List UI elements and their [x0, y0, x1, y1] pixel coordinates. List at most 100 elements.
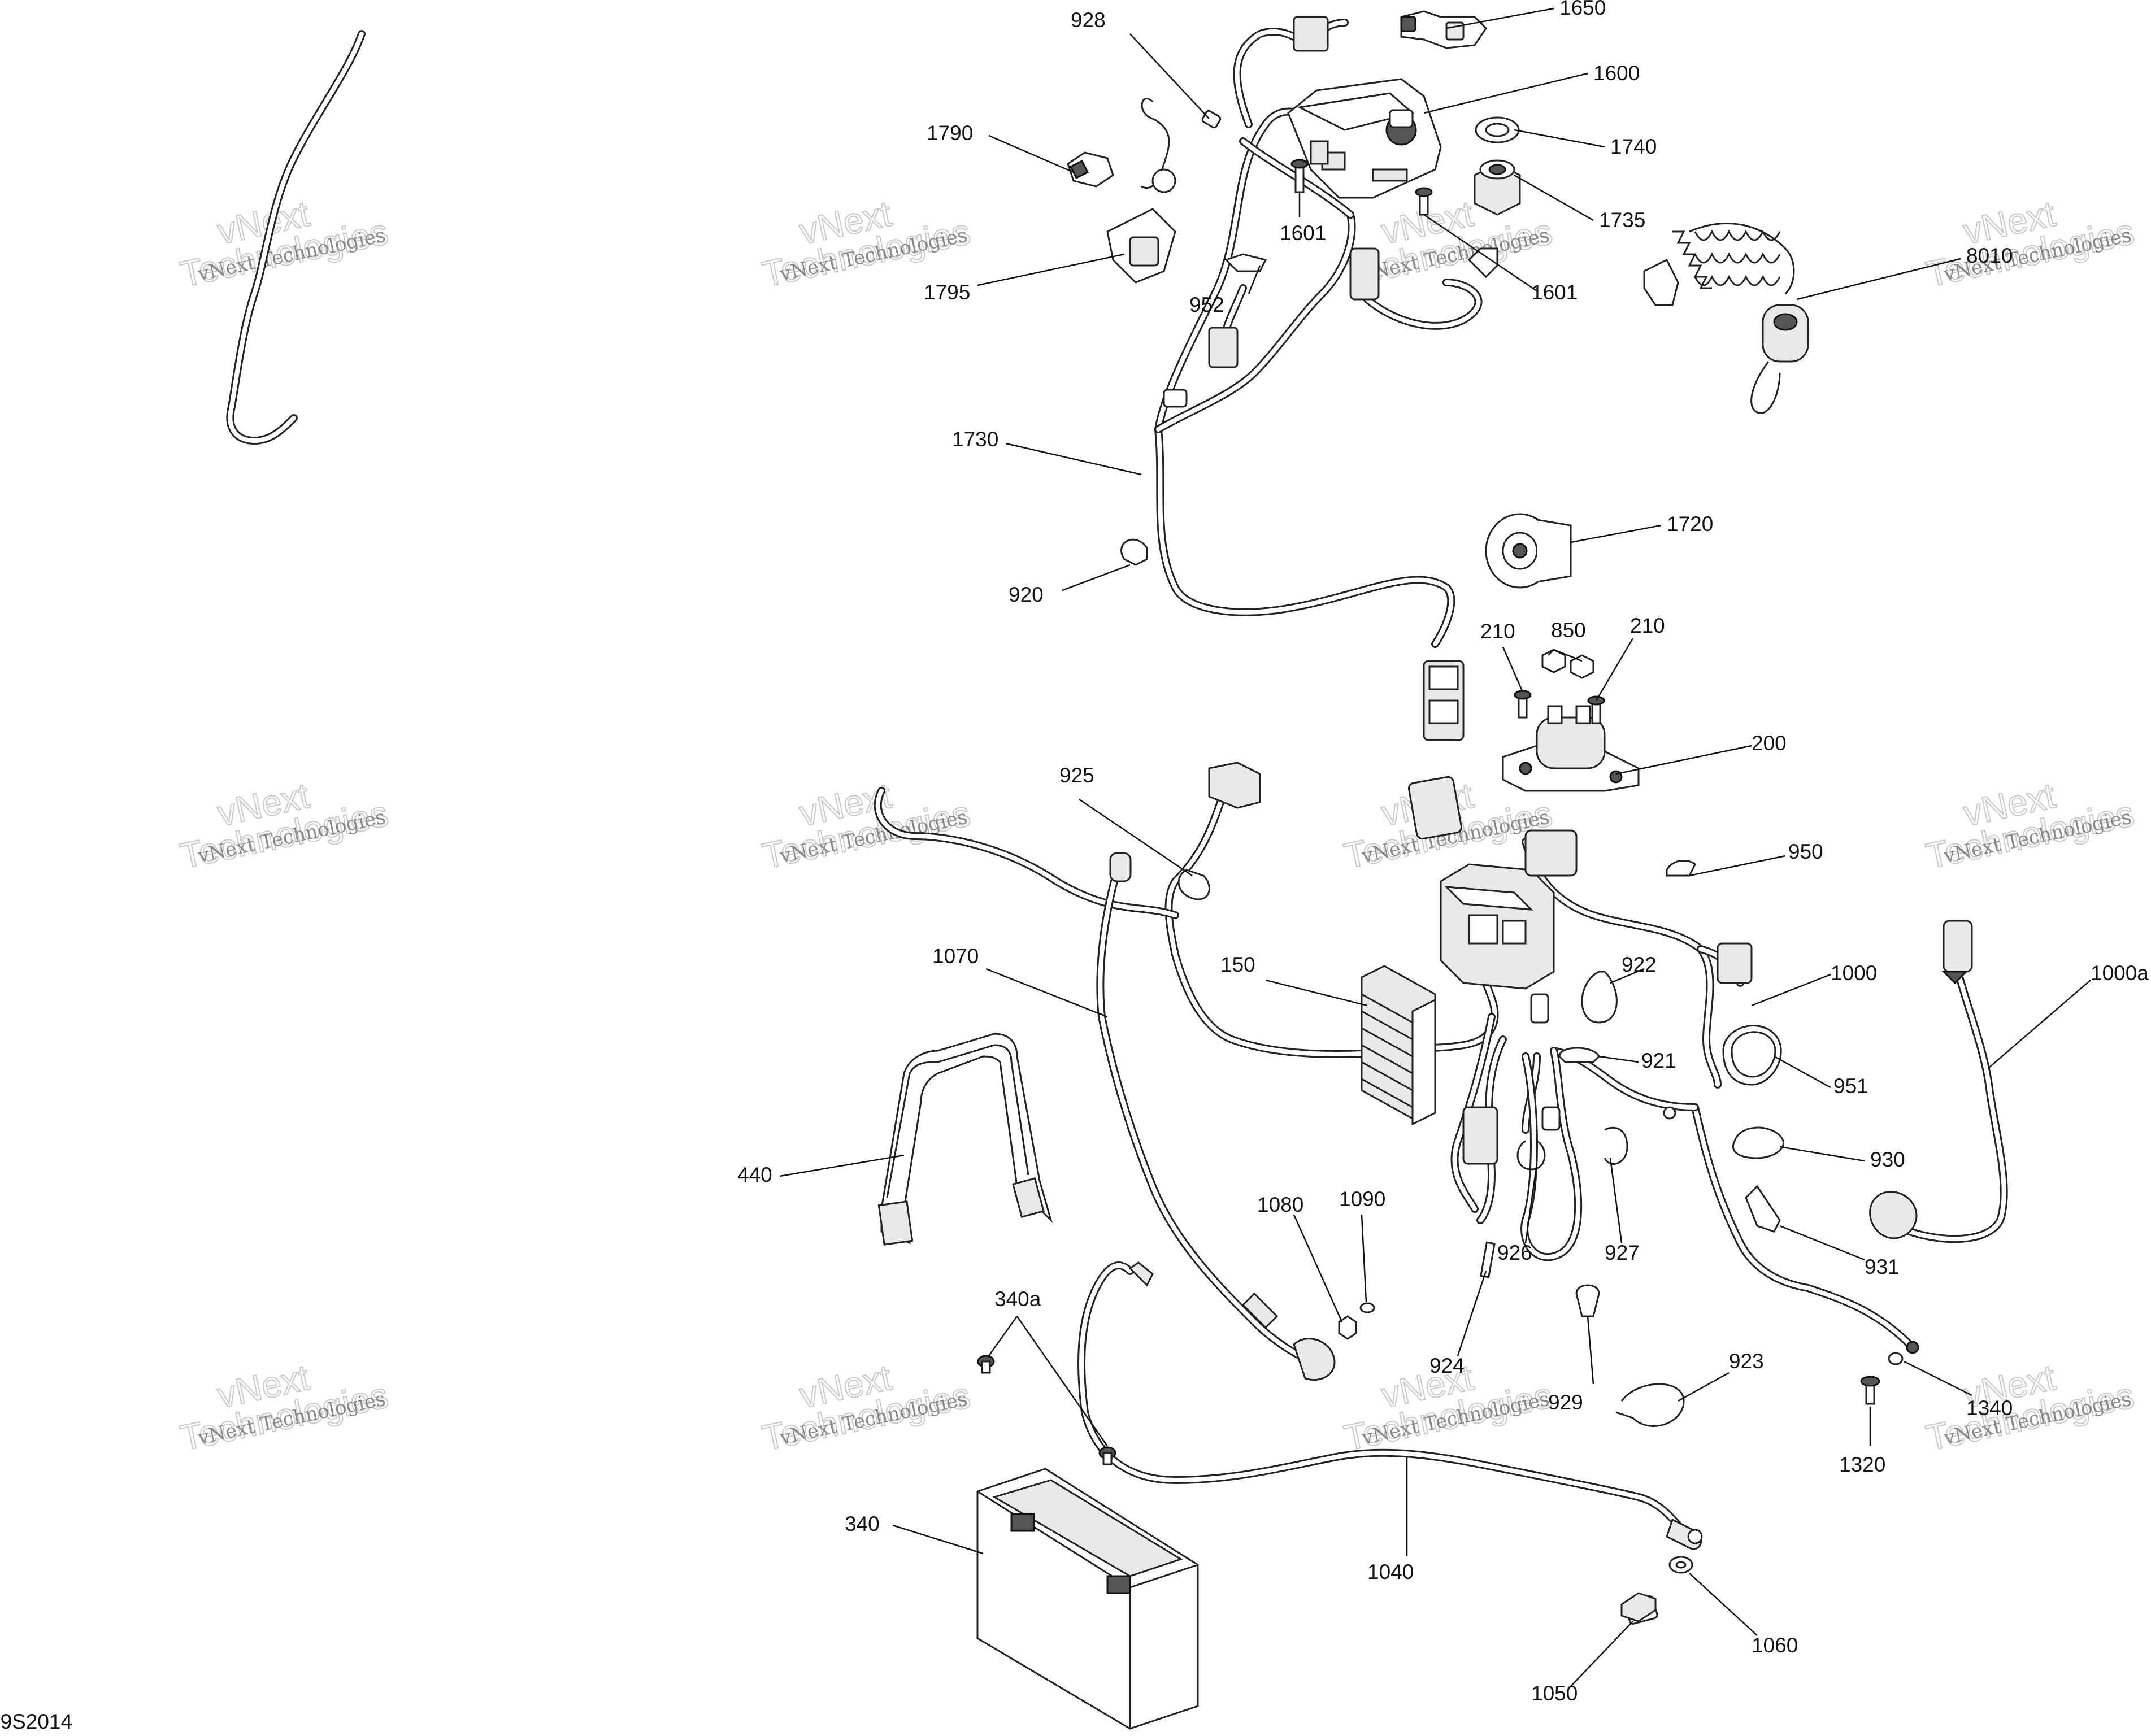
callout-926: 926 [1497, 1241, 1532, 1264]
clip-921 [1558, 1047, 1600, 1063]
tether-cord-8010 [1643, 223, 1809, 415]
connector-icon [1349, 247, 1380, 301]
clip-923 [1615, 1383, 1685, 1427]
connector-icon [1208, 762, 1261, 809]
washer-1060 [1668, 1556, 1693, 1574]
callout-1340: 1340 [1966, 1396, 2013, 1420]
callout-1040: 1040 [1367, 1560, 1414, 1583]
callout-1050: 1050 [1531, 1682, 1578, 1705]
callout-1601-b: 1601 [1531, 281, 1578, 304]
callout-925: 925 [1059, 764, 1094, 787]
callout-930: 930 [1870, 1148, 1905, 1171]
callout-1320: 1320 [1839, 1453, 1885, 1476]
callout-850: 850 [1551, 619, 1586, 642]
callout-340a: 340a [994, 1287, 1041, 1311]
clip-950 [1666, 859, 1696, 877]
bolt-1050 [1620, 1592, 1658, 1625]
connector-icon [1467, 247, 1498, 279]
nut-1080 [1338, 1315, 1357, 1340]
callout-1720: 1720 [1667, 512, 1713, 536]
clip-952 [1224, 253, 1267, 272]
callout-924: 924 [1429, 1354, 1465, 1377]
washer-1090 [1359, 1302, 1375, 1313]
callout-210-a: 210 [1480, 620, 1515, 643]
leader-lines [779, 7, 2091, 1687]
callout-1090: 1090 [1339, 1187, 1385, 1211]
callout-1000a: 1000a [2091, 961, 2149, 985]
callout-440: 440 [737, 1163, 772, 1186]
connector-icon [1462, 1106, 1498, 1165]
voltage-regulator-150 [1361, 965, 1436, 1126]
indicator-1735 [1474, 159, 1521, 216]
watermark: Technologies vNext vNext Technologies [176, 775, 392, 877]
callout-929: 929 [1548, 1391, 1583, 1414]
solenoid-200 [1502, 705, 1640, 792]
callout-923: 923 [1729, 1350, 1764, 1373]
switch-1650 [1400, 10, 1487, 49]
callout-920: 920 [1009, 583, 1044, 606]
callout-1735: 1735 [1599, 208, 1645, 232]
callout-1730: 1730 [952, 428, 998, 451]
callout-921: 921 [1641, 1049, 1676, 1072]
washer-1340 [1888, 1352, 1904, 1365]
watermark: Technologies vNext vNext Technologies [176, 193, 392, 295]
bolt-924 [1480, 1241, 1496, 1278]
clip-926 [1516, 1140, 1546, 1171]
watermark: Technologies vNext vNext Technologies [1922, 775, 2138, 877]
grommet-951 [1722, 1025, 1782, 1086]
callout-1080: 1080 [1257, 1193, 1303, 1216]
callout-950: 950 [1788, 840, 1823, 863]
watermark: Technologies vNext vNext Technologies [1922, 193, 2138, 295]
callout-8010: 8010 [1966, 244, 2013, 267]
connector-icon [1943, 920, 1973, 973]
callout-labels: 928 1650 1600 1790 1740 1735 1601 1601 1… [737, 0, 2149, 1705]
callout-1000: 1000 [1831, 961, 1877, 985]
connector-icon [1208, 327, 1239, 368]
callout-927: 927 [1605, 1241, 1640, 1264]
watermark: Technologies vNext vNext Technologies [1922, 1356, 2138, 1459]
callout-1601-a: 1601 [1280, 221, 1326, 245]
screw-1601 [1415, 187, 1433, 216]
callout-928: 928 [1071, 8, 1106, 32]
callout-340: 340 [845, 1512, 880, 1535]
screw-1320 [1860, 1376, 1880, 1405]
connector-icon [1293, 16, 1329, 52]
clip-925 [1177, 869, 1210, 900]
watermark: Technologies vNext vNext Technologies [758, 775, 974, 877]
callout-1600: 1600 [1593, 62, 1640, 85]
callout-210-b: 210 [1630, 614, 1665, 637]
callout-1790: 1790 [927, 121, 973, 145]
watermark: Technologies vNext vNext Technologies [758, 1356, 974, 1459]
callout-931: 931 [1865, 1255, 1900, 1278]
callout-922: 922 [1622, 953, 1657, 976]
screw-210 [1514, 690, 1532, 719]
terminal-340a [1098, 1446, 1116, 1465]
battery-strap-440 [877, 1033, 1053, 1246]
watermark: Technologies vNext vNext Technologies [176, 1356, 392, 1459]
main-harness-1000 [874, 762, 1919, 1354]
callout-1070: 1070 [932, 945, 979, 968]
cable-1000a [1869, 920, 2008, 1243]
clip-927 [1604, 1126, 1628, 1165]
callout-951: 951 [1833, 1074, 1868, 1098]
callout-1795: 1795 [924, 281, 970, 304]
callout-1060: 1060 [1752, 1634, 1798, 1657]
callout-1650: 1650 [1559, 0, 1606, 19]
sensor-1790 [1067, 151, 1114, 188]
connector-icon [1524, 829, 1578, 877]
harness-1730 [226, 16, 1498, 741]
grommet-931 [1745, 1185, 1781, 1233]
callout-150: 150 [1220, 953, 1255, 976]
battery-340 [976, 1468, 1199, 1730]
bracket-928 [1141, 98, 1222, 193]
grommet-930 [1732, 1126, 1784, 1159]
instrument-cluster-1600 [1287, 78, 1442, 199]
grommet-1740 [1475, 116, 1520, 143]
connector-icon [1408, 776, 1462, 840]
connector-icon [1717, 942, 1753, 984]
clip-920 [1120, 538, 1148, 566]
sensor-1795 [1106, 208, 1176, 284]
watermark: Technologies vNext vNext Technologies [758, 193, 974, 295]
